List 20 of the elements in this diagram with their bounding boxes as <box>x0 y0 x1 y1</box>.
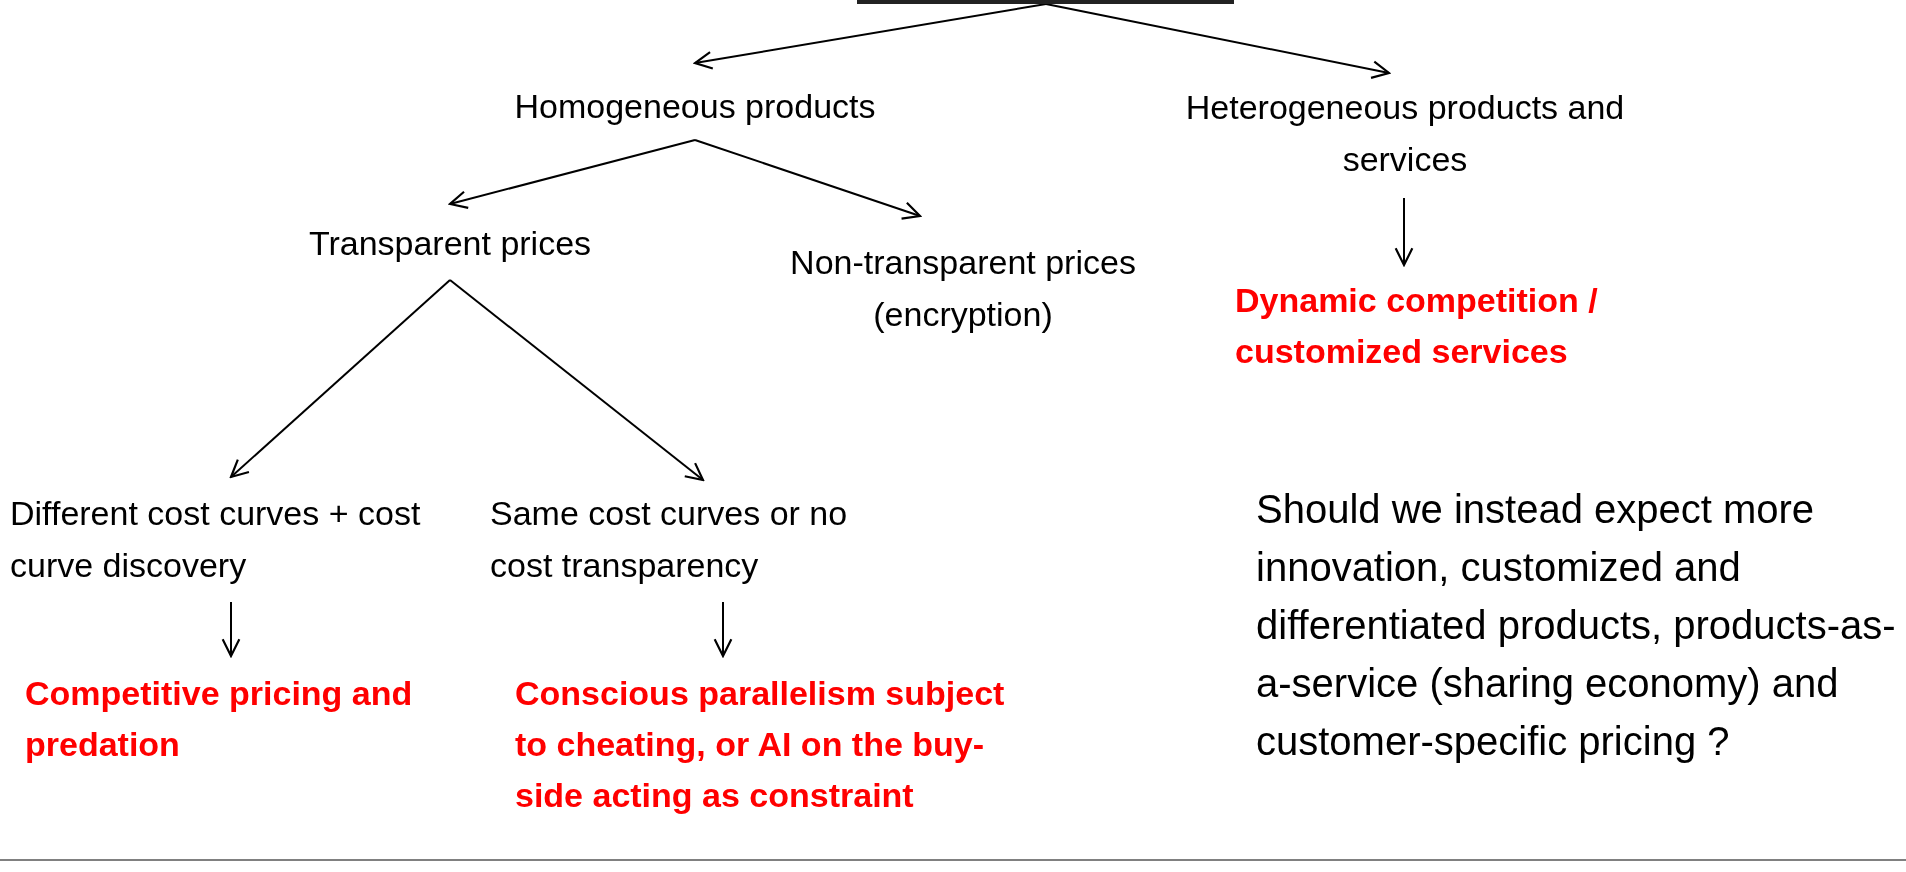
category-text: Homogeneous products <box>514 86 876 127</box>
arrow <box>1045 3 1391 79</box>
arrow <box>694 139 922 220</box>
outcome-text: Conscious parallelism subject to cheating, or AI on the buy-side acting as constraint <box>515 673 1005 816</box>
arrow <box>713 601 733 658</box>
category-text: Same cost curves or no cost transparency <box>490 493 849 586</box>
category-text: Heterogeneous products and services <box>1184 87 1626 180</box>
outcome-text: Dynamic competition / customized services <box>1235 280 1599 372</box>
category-text: Non-transparent prices (encryption) <box>789 242 1137 335</box>
arrow <box>448 139 696 209</box>
question-text: Should we instead expect more innovation, customized and differentiated products, products-as-a-service (sharing economy) and customer-specific pricing ? <box>1256 486 1896 765</box>
arrow <box>449 279 705 482</box>
arrow <box>221 601 241 658</box>
arrow <box>693 3 1047 70</box>
outcome-text: Competitive pricing and predation <box>25 673 414 765</box>
arrow <box>229 279 451 479</box>
category-text: Transparent prices <box>308 223 592 264</box>
bar-shape <box>857 0 1234 4</box>
arrow <box>1394 197 1414 267</box>
category-text: Different cost curves + cost curve discovery <box>10 493 422 586</box>
